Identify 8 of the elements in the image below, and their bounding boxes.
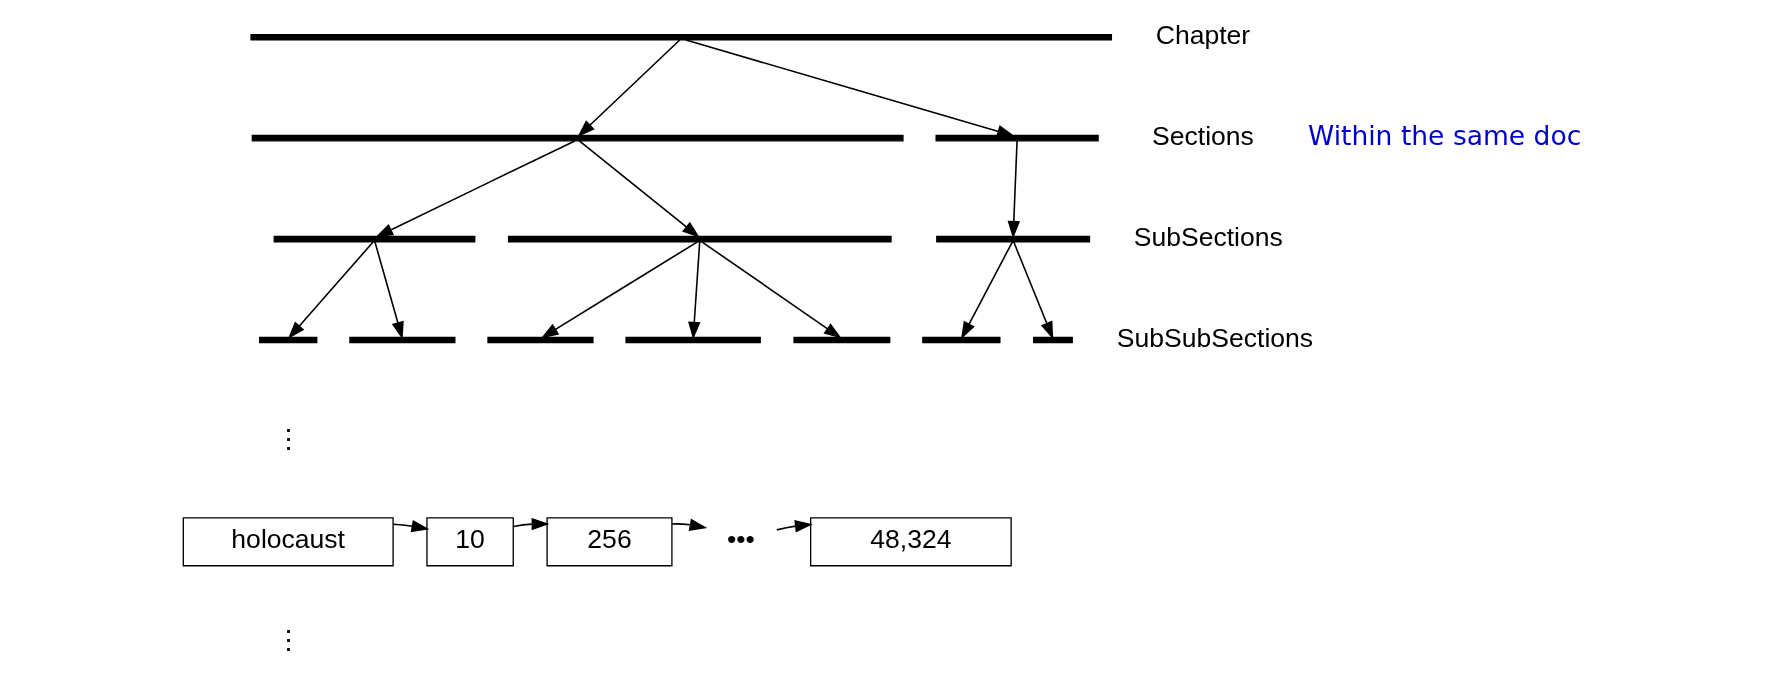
label: ⋮: [274, 423, 302, 454]
label: SubSubSections: [1116, 322, 1313, 353]
label: Chapter: [1155, 19, 1250, 50]
label: Sections: [1151, 120, 1254, 151]
label: ⋮: [274, 625, 302, 656]
label: SubSections: [1133, 221, 1283, 252]
label: Within the same doc: [1307, 119, 1581, 151]
node-text: •••: [726, 524, 755, 555]
